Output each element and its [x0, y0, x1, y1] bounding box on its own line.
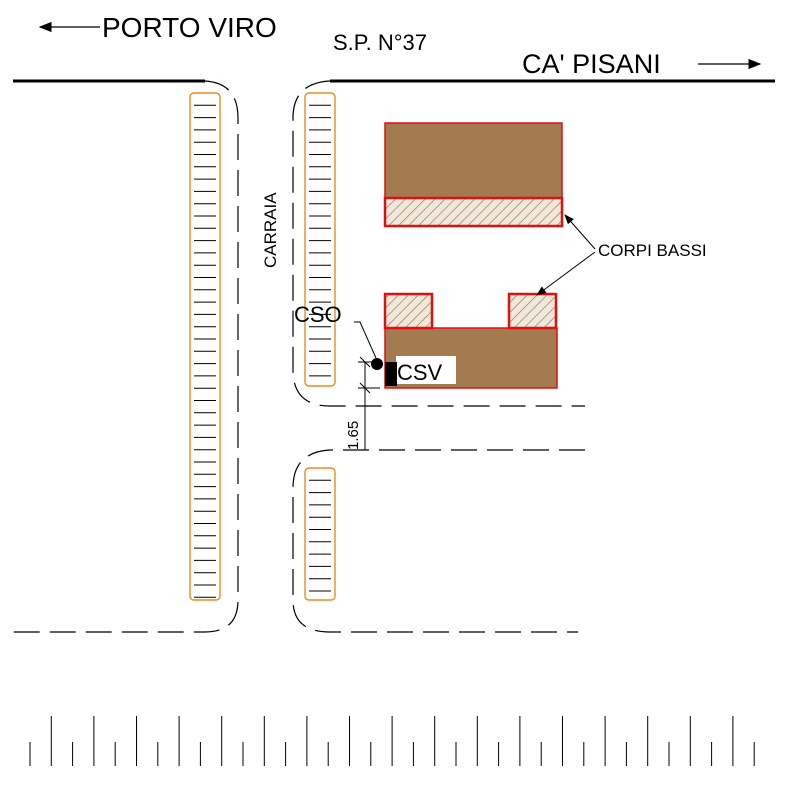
right-curb-lower	[292, 449, 585, 633]
csv-label: CSV	[397, 360, 443, 385]
left-curb	[13, 80, 239, 633]
right-curb-upper	[292, 80, 585, 407]
low-buildings-leaders	[536, 214, 596, 296]
driveway-label: CARRAIA	[261, 192, 280, 268]
left-destination-label: PORTO VIRO	[102, 12, 277, 43]
dimension-label: 1.65	[345, 421, 362, 450]
dimension-line	[358, 356, 380, 450]
building-north	[383, 122, 564, 228]
cso-label: CSO	[294, 302, 342, 327]
parking-strip-right-lower	[304, 467, 336, 601]
road-name-label: S.P. N°37	[333, 30, 427, 55]
parking-strip-left	[189, 92, 221, 601]
meter-dot-icon	[371, 358, 383, 370]
parking-strip-right-upper	[304, 92, 336, 387]
cso-leader	[354, 321, 377, 359]
low-building-south-left	[383, 292, 434, 330]
bottom-ticks	[29, 716, 755, 766]
low-building-south-right	[507, 292, 558, 330]
meter-box-icon	[385, 362, 397, 386]
right-destination-label: CA' PISANI	[522, 49, 661, 79]
low-building-north	[383, 196, 564, 228]
csv-label-background	[396, 356, 456, 384]
low-buildings-label: CORPI BASSI	[598, 241, 707, 260]
